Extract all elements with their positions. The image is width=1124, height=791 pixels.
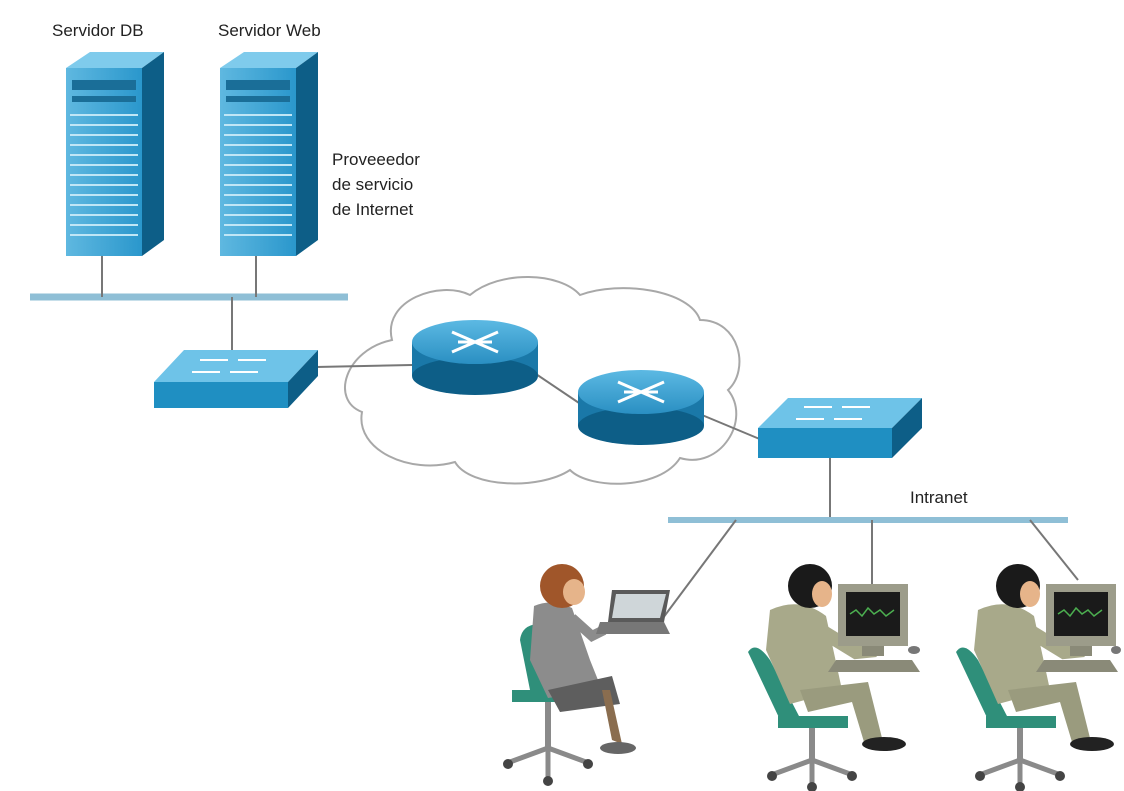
desktop-icon	[1036, 584, 1121, 672]
isp-label: Proveeedor de servicio de Internet	[332, 147, 420, 222]
isp-label-line-1: Proveeedor	[332, 150, 420, 169]
switch-left-icon[interactable]	[154, 350, 318, 408]
switch-right-icon[interactable]	[758, 398, 922, 458]
router-1-icon[interactable]	[412, 320, 538, 395]
chair-icon	[748, 647, 857, 791]
user-man-desktop-2	[956, 564, 1121, 791]
laptop-icon	[596, 590, 670, 634]
server-web-label: Servidor Web	[218, 21, 321, 40]
server-db-icon[interactable]	[66, 52, 164, 256]
user-woman-laptop	[503, 564, 670, 786]
network-links	[315, 364, 831, 520]
server-db-label: Servidor DB	[52, 21, 144, 40]
server-bus	[30, 255, 348, 352]
intranet-label: Intranet	[910, 488, 968, 507]
intranet-bus	[659, 517, 1079, 623]
router-2-icon[interactable]	[578, 370, 704, 445]
server-web-icon[interactable]	[220, 52, 318, 256]
user-man-desktop-1	[748, 564, 920, 791]
chair-icon	[956, 647, 1065, 791]
desktop-icon	[828, 584, 920, 672]
isp-label-line-3: de Internet	[332, 200, 414, 219]
isp-label-line-2: de servicio	[332, 175, 414, 194]
